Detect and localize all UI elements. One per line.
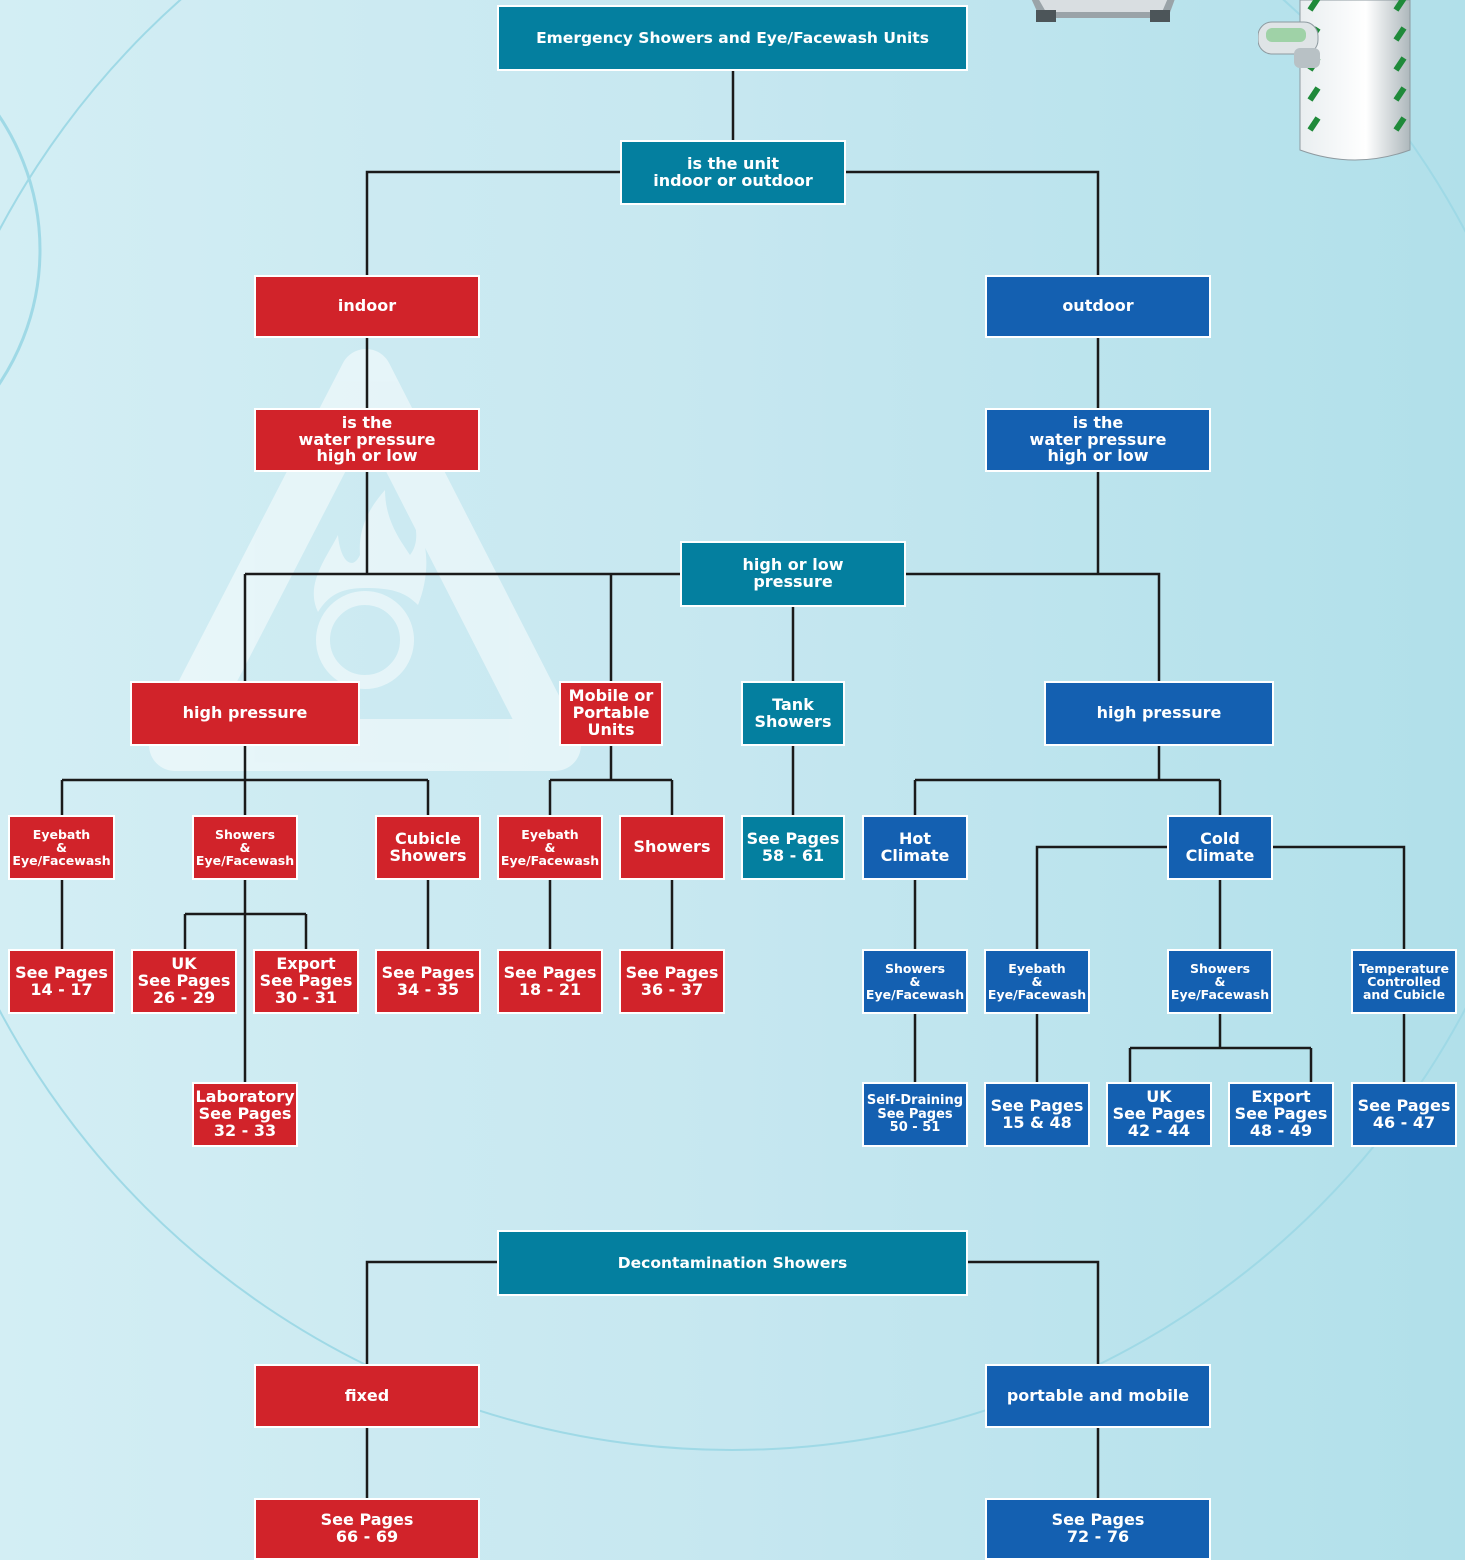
decontamination-title: Decontamination Showers [497,1230,968,1296]
mobile-showers-node: Showers [619,815,725,880]
fixed-node: fixed [254,1364,480,1428]
eyewash-pillar-photo [1258,0,1411,161]
emergency-title: Emergency Showers and Eye/Facewash Units [497,5,968,71]
mobile-eyebath-node: Eyebath&Eye/Facewash [497,815,603,880]
cold-showers-node: Showers&Eye/Facewash [1167,949,1273,1014]
oxidizer-hazard-triangle-icon [149,349,581,771]
indoor-eyebath-node: Eyebath&Eye/Facewash [8,815,115,880]
decontamination-connectors [365,1260,1100,1498]
emergency-connectors [60,71,1406,1082]
shower-unit-photo [1031,0,1175,22]
background-arc [0,0,1465,1451]
indoor-showers-node: Showers&Eye/Facewash [192,815,298,880]
portable-mobile-node: portable and mobile [985,1364,1211,1428]
outdoor-high-pressure-node: high pressure [1044,681,1274,746]
outdoor-node: outdoor [985,275,1211,338]
cold-eyebath-node: Eyebath&Eye/Facewash [984,949,1090,1014]
indoor-high-pressure-node: high pressure [130,681,360,746]
hot-climate-showers-node: Showers&Eye/Facewash [862,949,968,1014]
background-arc-left [0,114,42,386]
indoor-node: indoor [254,275,480,338]
